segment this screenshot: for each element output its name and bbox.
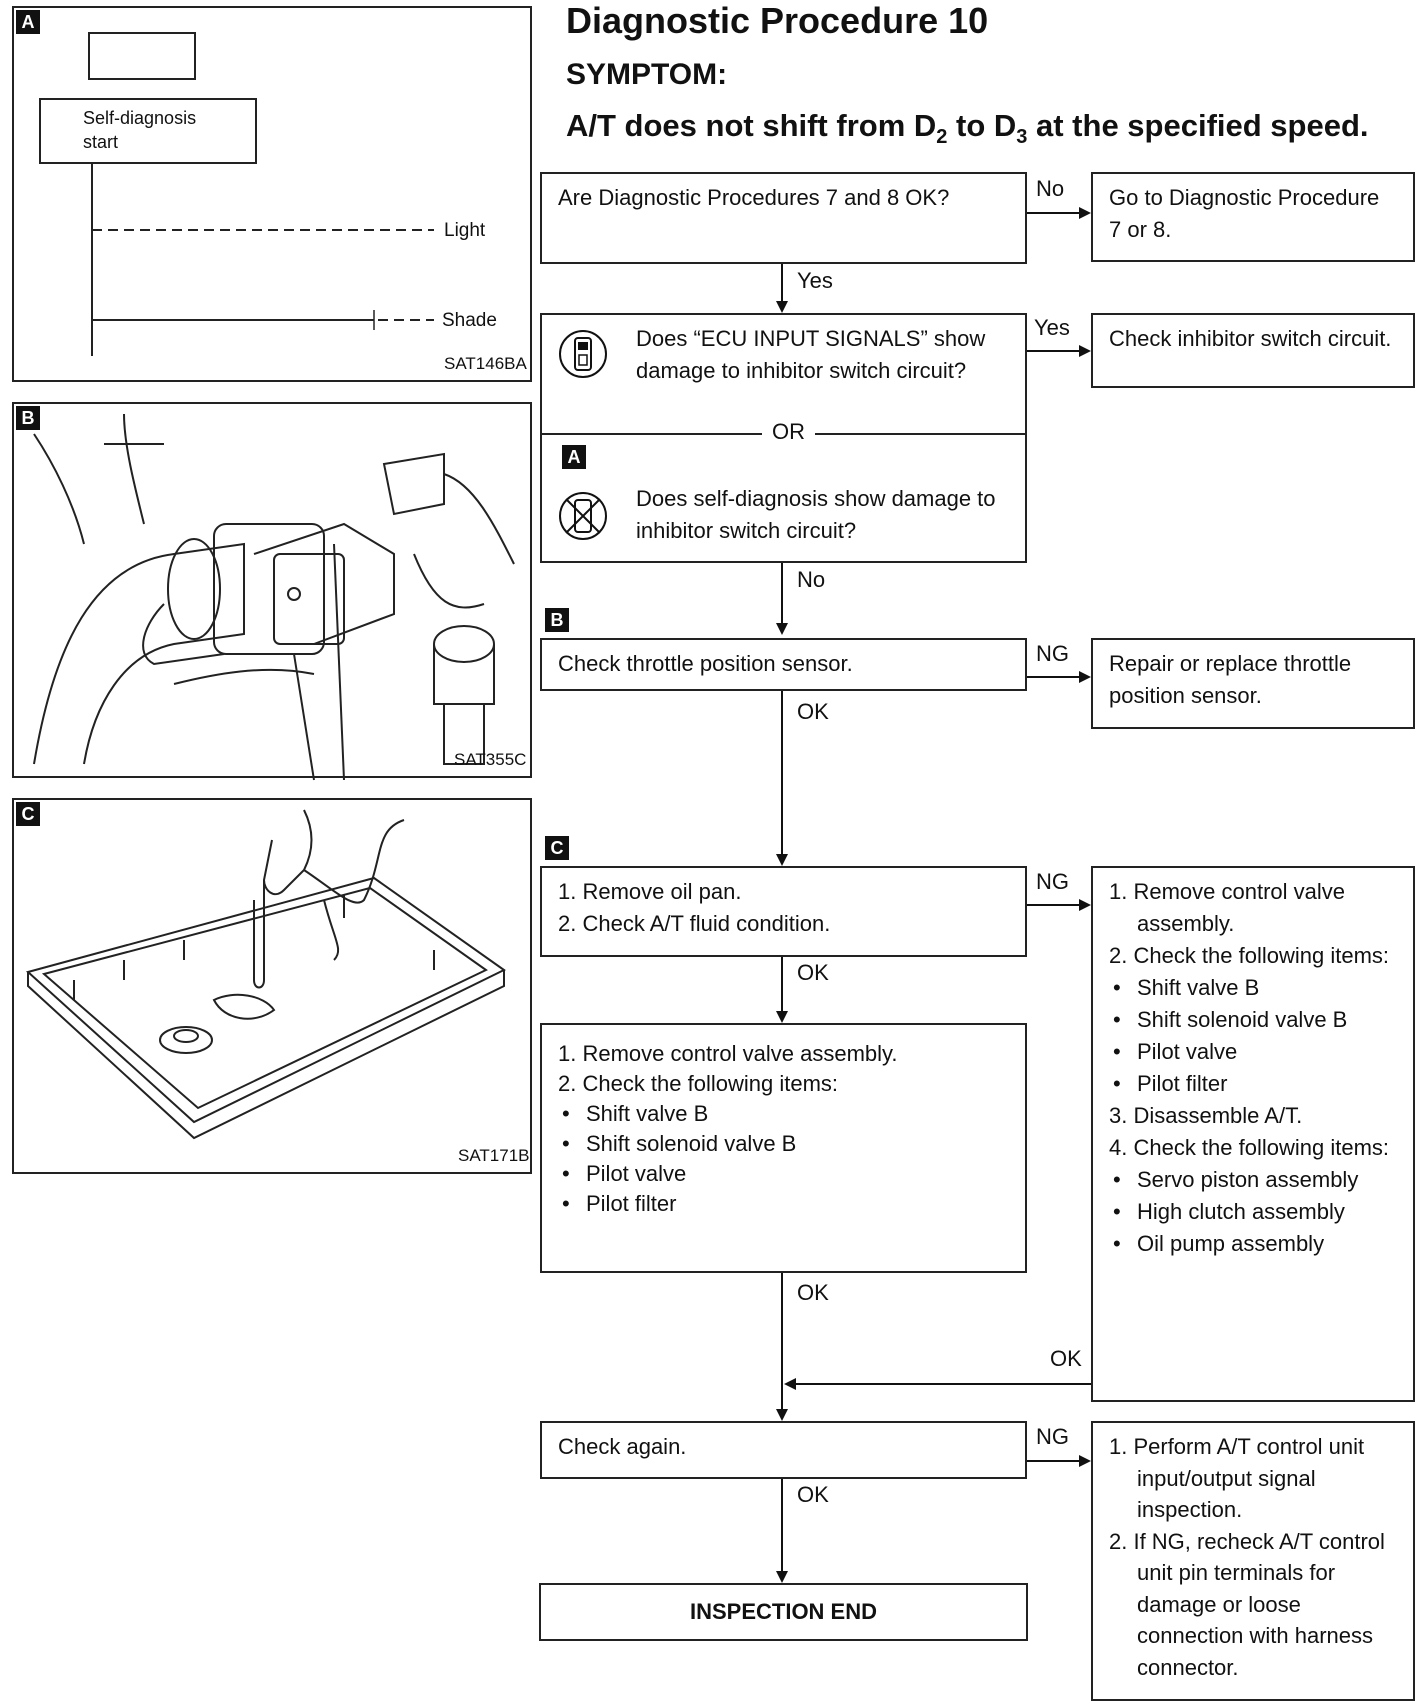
step-b-ng-label: NG xyxy=(1036,641,1069,666)
ng-bullet: Shift valve B xyxy=(1109,972,1397,1004)
shade-label: Shade xyxy=(442,310,497,331)
q1-yes-label: Yes xyxy=(797,268,833,293)
panel-c-tag: C xyxy=(16,802,40,826)
step-b-box: Check throttle position sensor. xyxy=(540,638,1027,691)
step-d-item-1: 1. Remove control valve assembly. xyxy=(558,1041,898,1066)
q2-yes-action-box: Check inhibitor switch circuit. xyxy=(1091,313,1415,388)
step-c-box: 1. Remove oil pan. 2. Check A/T fluid co… xyxy=(540,866,1027,957)
ng-bullet: Shift solenoid valve B xyxy=(1109,1004,1397,1036)
ng-bullet: Oil pump assembly xyxy=(1109,1228,1397,1260)
step-b-ok-label: OK xyxy=(797,699,829,724)
ng-item-3: 3. Disassemble A/T. xyxy=(1109,1103,1303,1128)
ng-bullet: Pilot valve xyxy=(1109,1036,1397,1068)
q2-box: Does “ECU INPUT SIGNALS” show damage to … xyxy=(540,313,1027,563)
step-c-tag: C xyxy=(545,836,569,860)
ng-item-4: 4. Check the following items: xyxy=(1109,1135,1390,1160)
panel-a: A Self-diagnosis start Light Shade SAT14… xyxy=(12,6,532,382)
check-again-ok-label: OK xyxy=(797,1482,829,1507)
panel-b-code: SAT355C xyxy=(454,750,527,769)
check-again-ng-item-1: 1. Perform A/T control unit input/output… xyxy=(1109,1434,1365,1522)
q2-tag: A xyxy=(562,445,586,469)
panel-a-tag: A xyxy=(16,10,40,34)
symptom-label: SYMPTOM: xyxy=(566,58,728,91)
check-again-box: Check again. xyxy=(540,1421,1027,1479)
step-c-ng-label: NG xyxy=(1036,869,1069,894)
consult-icon xyxy=(558,329,608,379)
step-b-tag: B xyxy=(545,608,569,632)
q1-no-action-box: Go to Diagnostic Procedure 7 or 8. xyxy=(1091,172,1415,262)
step-c-ng-action-box: 1. Remove control valve assembly. 2. Che… xyxy=(1091,866,1415,1402)
check-again-ng-item-2: 2. If NG, recheck A/T control unit pin t… xyxy=(1109,1528,1385,1680)
step-d-bullet: Shift solenoid valve B xyxy=(558,1129,1009,1159)
q1-no-label: No xyxy=(1036,176,1065,201)
step-c-item-2: 2. Check A/T fluid condition. xyxy=(558,911,831,936)
light-label: Light xyxy=(444,220,486,241)
step-d-box: 1. Remove control valve assembly. 2. Che… xyxy=(540,1023,1027,1273)
check-again-ng-label: NG xyxy=(1036,1424,1069,1449)
ng-bullet: High clutch assembly xyxy=(1109,1196,1397,1228)
step-d-bullet: Shift valve B xyxy=(558,1099,1009,1129)
step-d-bullet: Pilot valve xyxy=(558,1159,1009,1189)
q1-box: Are Diagnostic Procedures 7 and 8 OK? xyxy=(540,172,1027,264)
step-d-bullet: Pilot filter xyxy=(558,1189,1009,1219)
q2-yes-label: Yes xyxy=(1034,315,1070,340)
step-c-ok-label: OK xyxy=(797,960,829,985)
symptom-text: A/T does not shift from D2 to D3 at the … xyxy=(566,108,1369,149)
step-d-item-2: 2. Check the following items: xyxy=(558,1071,839,1096)
q2-or-label: OR xyxy=(762,417,815,447)
blank-display-box xyxy=(88,32,196,80)
step-b-ng-action-box: Repair or replace throttle position sens… xyxy=(1091,638,1415,729)
no-consult-icon xyxy=(558,491,608,541)
q2b-text: Does self-diagnosis show damage to inhib… xyxy=(636,486,996,543)
panel-b: B SAT355C xyxy=(12,402,532,781)
ng-bullet: Pilot filter xyxy=(1109,1068,1397,1100)
throttle-sensor-illustration xyxy=(33,413,515,781)
ng-item-2: 2. Check the following items: xyxy=(1109,943,1390,968)
self-diagnosis-start-box: Self-diagnosis start xyxy=(39,98,257,164)
panel-b-tag: B xyxy=(16,406,40,430)
timing-chart xyxy=(91,164,434,356)
step-d-ok-label: OK xyxy=(797,1280,829,1305)
merge-ok-label: OK xyxy=(1050,1346,1082,1371)
panel-c: C SAT171B xyxy=(12,798,532,1174)
check-again-ng-box: 1. Perform A/T control unit input/output… xyxy=(1091,1421,1415,1701)
panel-c-code: SAT171B xyxy=(458,1146,530,1165)
q2a-text: Does “ECU INPUT SIGNALS” show damage to … xyxy=(636,326,986,383)
ng-bullet: Servo piston assembly xyxy=(1109,1164,1397,1196)
oil-pan-illustration xyxy=(25,809,506,1140)
page-title: Diagnostic Procedure 10 xyxy=(566,0,989,41)
panel-a-code: SAT146BA xyxy=(444,354,527,373)
ng-item-1: 1. Remove control valve assembly. xyxy=(1109,879,1345,936)
step-c-item-1: 1. Remove oil pan. xyxy=(558,879,742,904)
inspection-end-box: INSPECTION END xyxy=(539,1583,1028,1641)
q2-no-label: No xyxy=(797,567,826,592)
